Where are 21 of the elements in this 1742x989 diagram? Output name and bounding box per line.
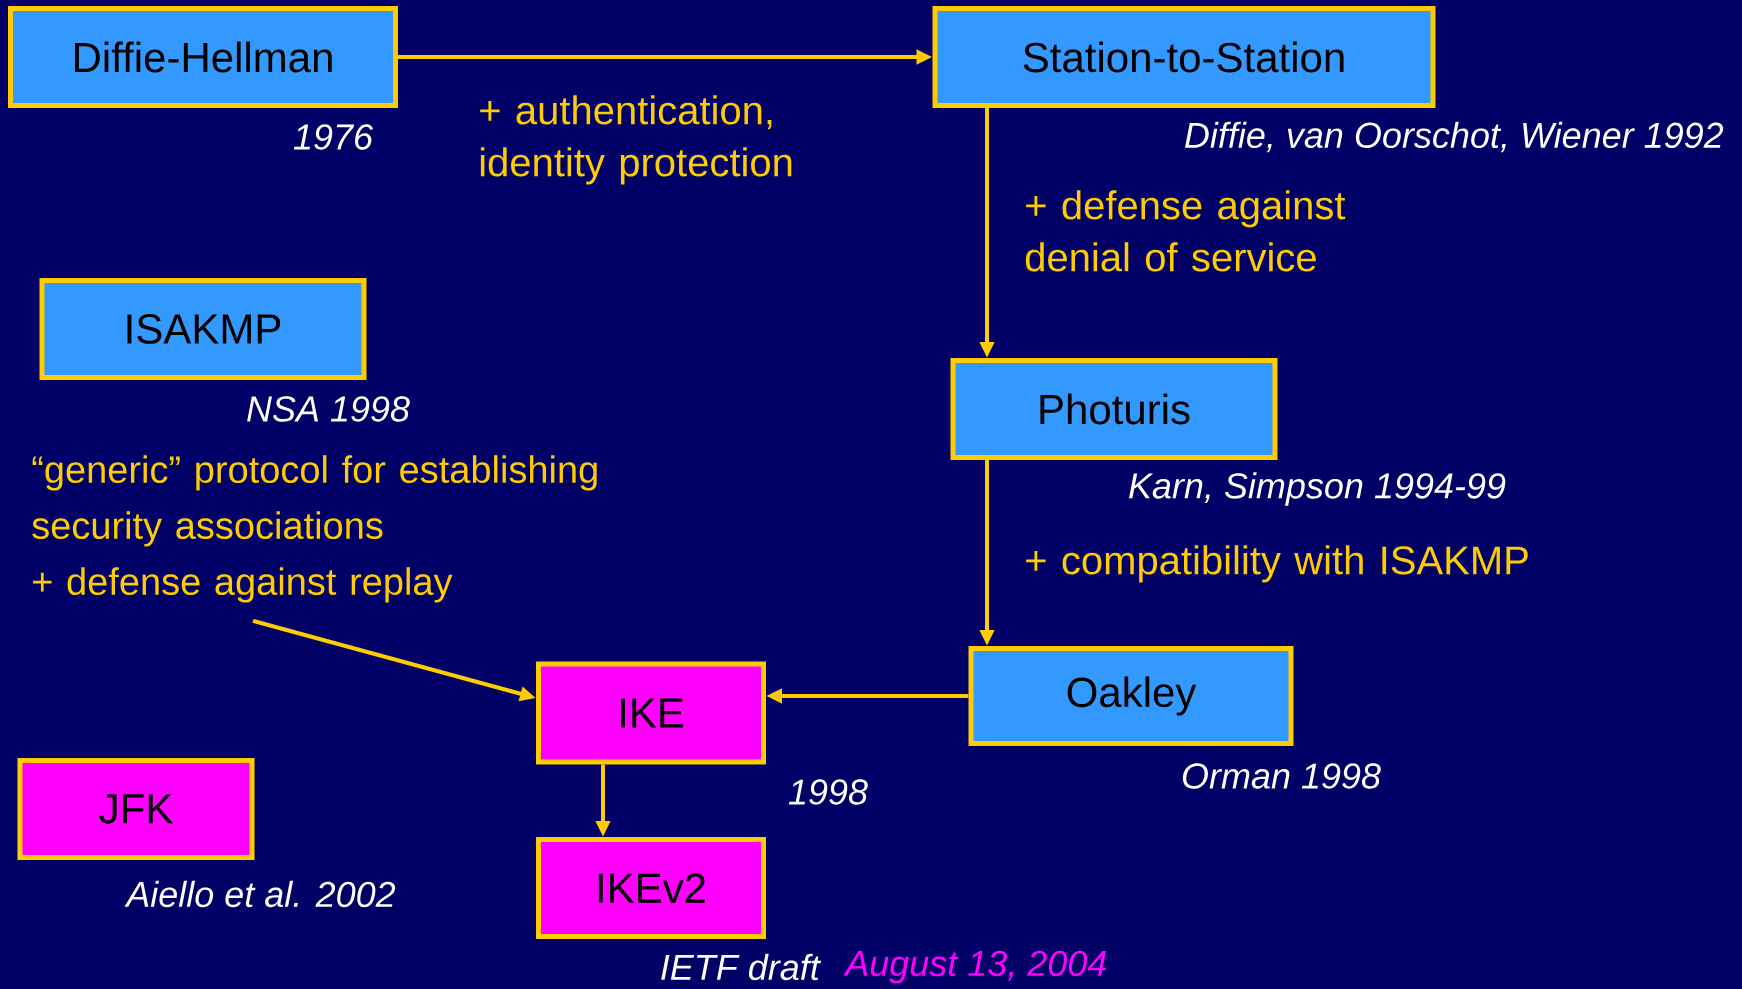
protocol-box: Station-to-Station [932,6,1436,108]
caption-text: Karn, Simpson 1994-99 [1129,472,1506,506]
caption-text: August 13, 2004 [843,950,1106,984]
protocol-box: IKEv2 [536,837,766,939]
protocol-box: JFK [17,758,255,860]
protocol-box: ISAKMP [39,278,367,380]
caption-text: Aiello et al. 2002 [124,880,396,908]
caption-text: 1998 [788,779,868,805]
caption-text: IETF draft [661,953,822,981]
description-text: “generic” protocol for establishing security associations + defense against replay [32,455,597,603]
edge-label: + authentication, identity protection [480,95,792,185]
caption-text: NSA 1998 [247,396,410,422]
caption-text: Orman 1998 [1182,763,1381,789]
protocol-box: Oakley [968,646,1294,746]
edge-label: + compatibility with ISAKMP [1026,545,1528,583]
caption-text: 1976 [293,124,373,150]
protocol-box: Photuris [950,358,1278,460]
edge-label: + defense against denial of service [1025,190,1346,272]
caption-text: Diffie, van Oorschot, Wiener 1992 [1185,121,1724,153]
protocol-box: Diffie-Hellman [8,6,398,108]
protocol-box: IKE [536,661,766,765]
